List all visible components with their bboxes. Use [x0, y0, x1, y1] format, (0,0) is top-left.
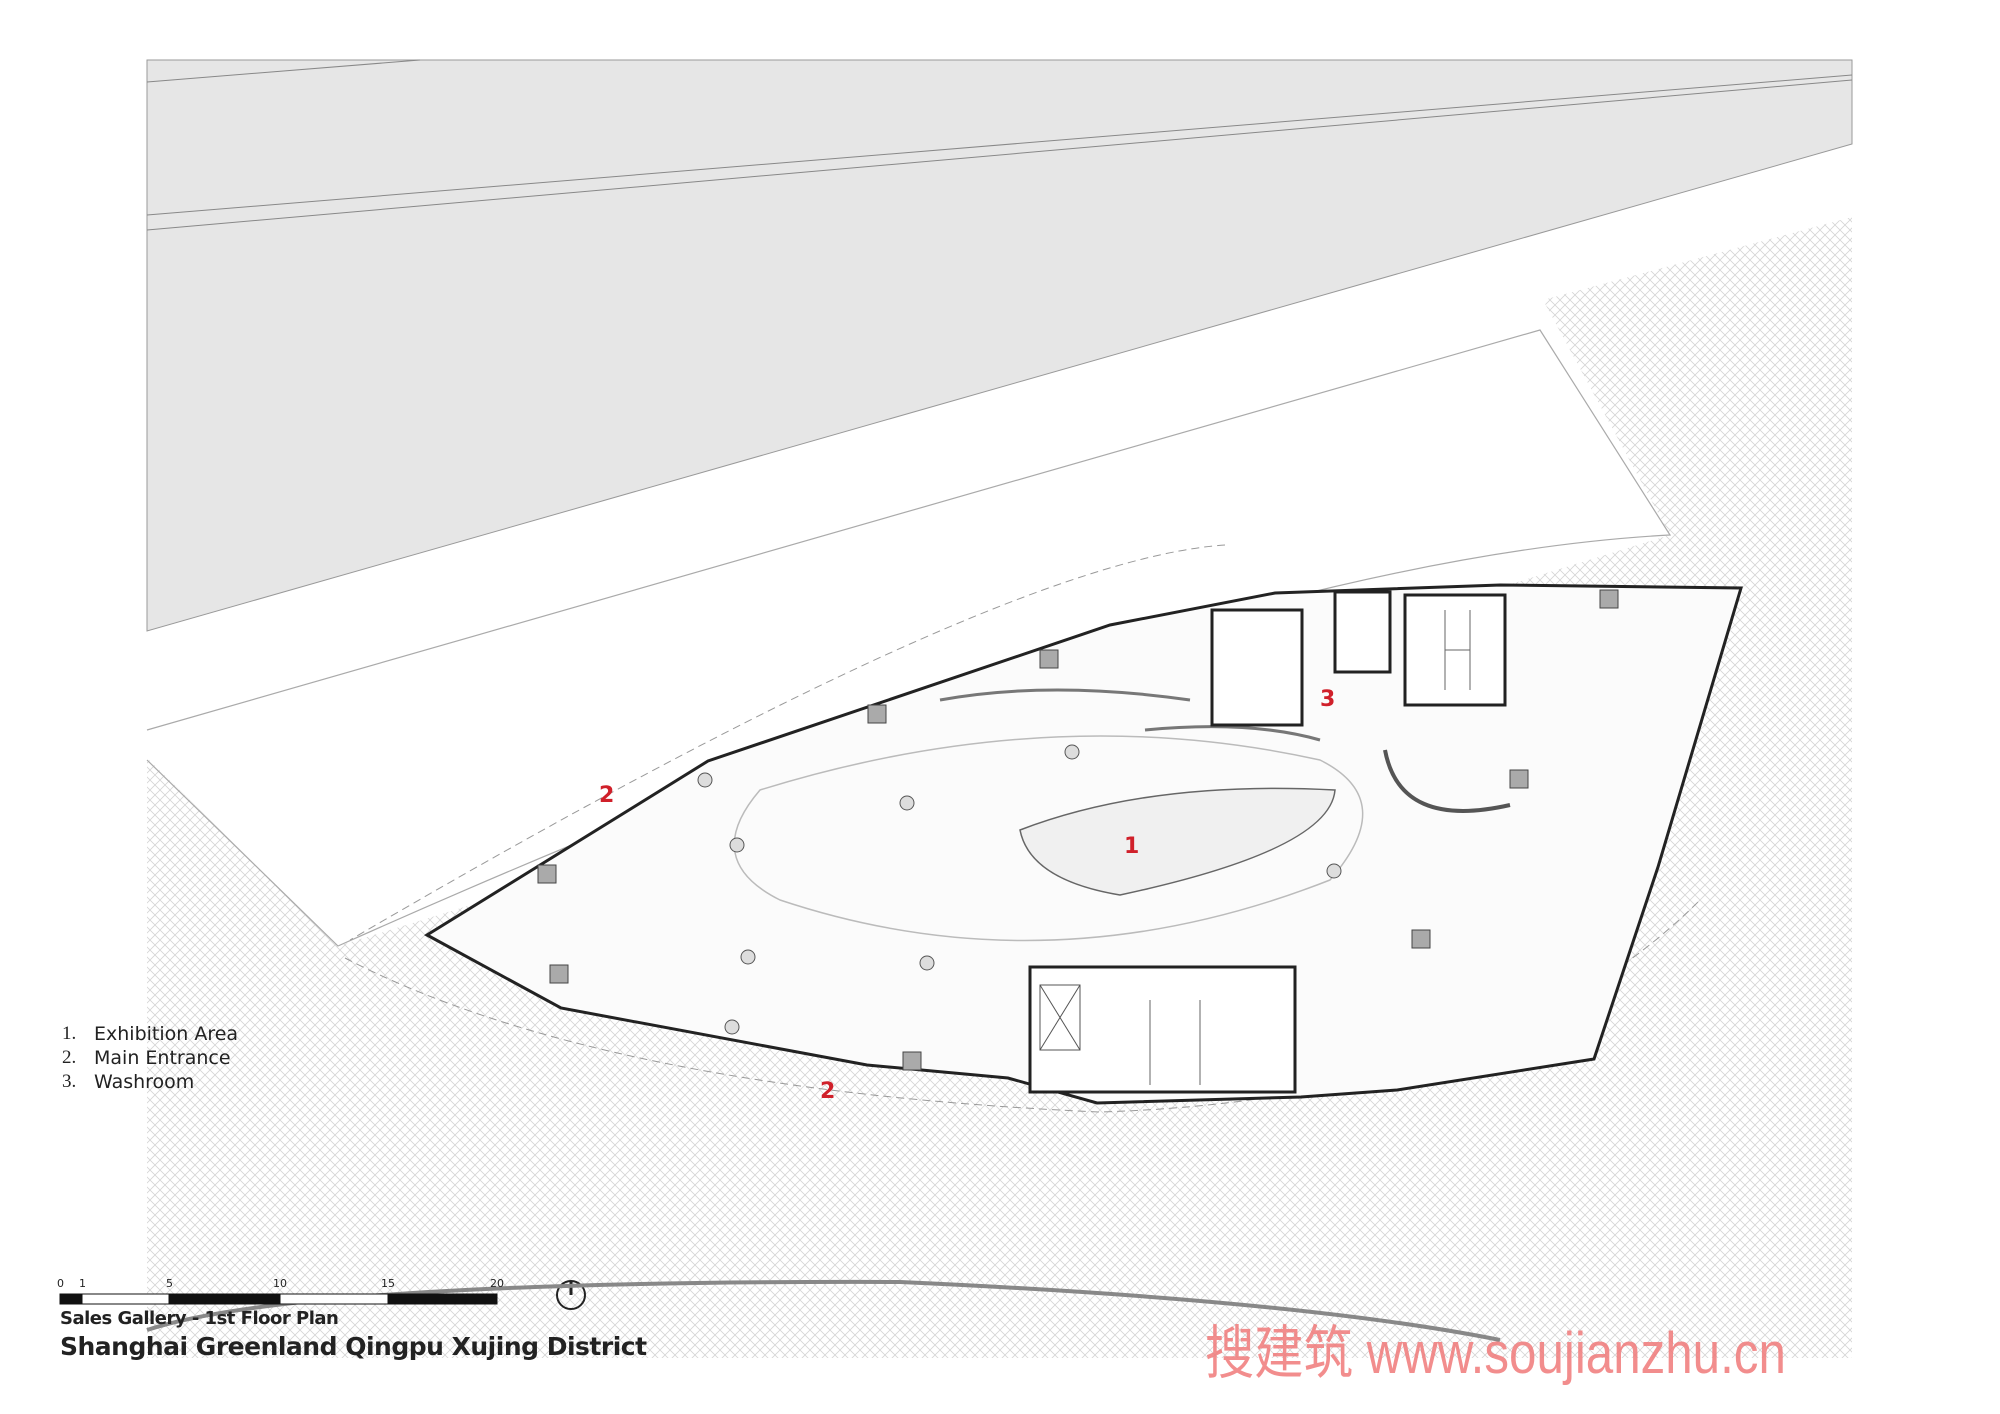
drawing-subtitle: Sales Gallery - 1st Floor Plan [60, 1308, 339, 1329]
label-main-entrance-south: 2 [820, 1079, 836, 1104]
legend-item: 1. Exhibition Area [62, 1022, 238, 1046]
drawing-title: Shanghai Greenland Qingpu Xujing Distric… [60, 1332, 647, 1361]
legend-text: Exhibition Area [94, 1023, 239, 1045]
legend-text: Washroom [94, 1071, 195, 1093]
scale-bar [59, 1293, 498, 1305]
washroom-block [1210, 608, 1304, 727]
label-main-entrance-north: 2 [599, 783, 615, 808]
stair-core-south [1028, 965, 1297, 1094]
scale-tick: 10 [273, 1277, 287, 1290]
legend-number: 1. [62, 1023, 77, 1044]
scale-tick: 5 [166, 1277, 173, 1290]
label-exhibition-area: 1 [1124, 834, 1140, 859]
legend-text: Main Entrance [94, 1047, 231, 1069]
legend-item: 3. Washroom [62, 1070, 238, 1094]
legend-item: 2. Main Entrance [62, 1046, 238, 1070]
watermark: 搜建筑 www.soujianzhu.cn [1205, 1321, 1786, 1386]
legend-number: 3. [62, 1071, 77, 1092]
label-washroom: 3 [1320, 687, 1336, 712]
legend-number: 2. [62, 1047, 77, 1068]
scale-tick: 15 [381, 1277, 395, 1290]
road-area [146, 59, 1853, 632]
scale-tick: 0 [57, 1277, 64, 1290]
legend: 1. Exhibition Area 2. Main Entrance 3. Wash… [62, 1022, 238, 1094]
display-island [1019, 787, 1336, 896]
scale-tick: 1 [79, 1277, 86, 1290]
scale-tick: 20 [490, 1277, 504, 1290]
